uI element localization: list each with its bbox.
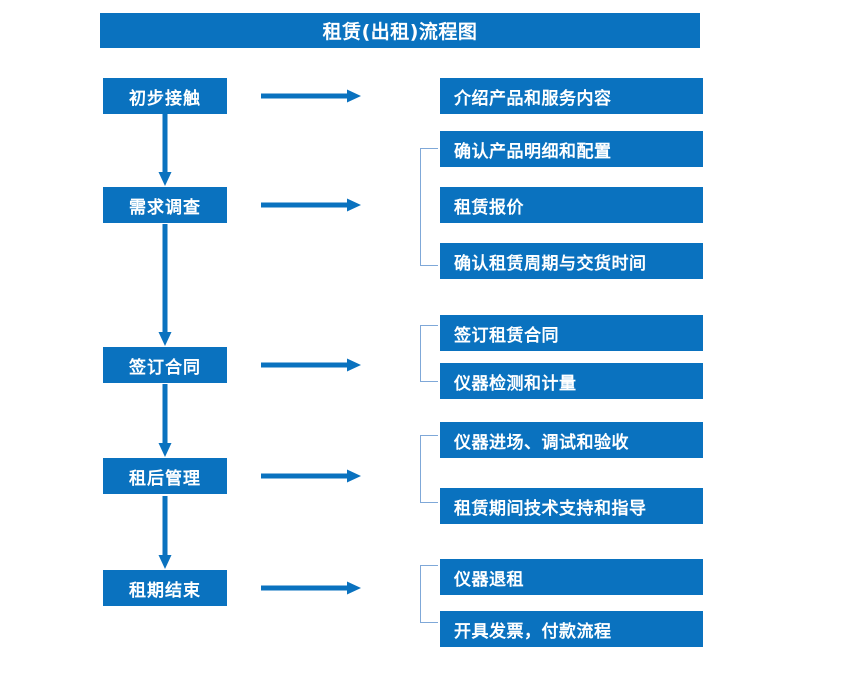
stage-box-requirement-survey[interactable]: 需求调查	[103, 187, 227, 223]
group-bracket-requirement-survey	[420, 148, 438, 266]
flow-arrow-down-3	[157, 384, 173, 457]
group-bracket-sign-contract	[420, 325, 438, 382]
diagram-title: 租赁(出租)流程图	[100, 13, 700, 48]
detail-box-invoice-payment[interactable]: 开具发票，付款流程	[440, 611, 703, 647]
group-bracket-rental-end	[420, 565, 438, 623]
detail-box-rental-quotation[interactable]: 租赁报价	[440, 187, 703, 223]
detail-box-introduce-products-services[interactable]: 介绍产品和服务内容	[440, 78, 703, 114]
detail-box-confirm-period-delivery[interactable]: 确认租赁周期与交货时间	[440, 243, 703, 279]
detail-arrow-right-3	[261, 357, 361, 373]
detail-arrow-right-2	[261, 197, 361, 213]
detail-box-instrument-entry-commissioning[interactable]: 仪器进场、调试和验收	[440, 422, 703, 458]
detail-box-instrument-inspection[interactable]: 仪器检测和计量	[440, 363, 703, 399]
flow-arrow-down-2	[157, 224, 173, 346]
stage-box-rental-end[interactable]: 租期结束	[103, 570, 227, 606]
detail-arrow-right-5	[261, 580, 361, 596]
detail-arrow-right-4	[261, 468, 361, 484]
detail-box-sign-rental-contract[interactable]: 签订租赁合同	[440, 315, 703, 351]
stage-box-initial-contact[interactable]: 初步接触	[103, 78, 227, 114]
flow-arrow-down-1	[157, 114, 173, 186]
detail-arrow-right-1	[261, 88, 361, 104]
detail-box-confirm-product-spec[interactable]: 确认产品明细和配置	[440, 131, 703, 167]
detail-box-technical-support[interactable]: 租赁期间技术支持和指导	[440, 488, 703, 524]
stage-box-sign-contract[interactable]: 签订合同	[103, 347, 227, 383]
flow-arrow-down-4	[157, 496, 173, 569]
stage-box-post-rental-management[interactable]: 租后管理	[103, 458, 227, 494]
group-bracket-post-rental-management	[420, 435, 438, 503]
detail-box-instrument-return[interactable]: 仪器退租	[440, 559, 703, 595]
